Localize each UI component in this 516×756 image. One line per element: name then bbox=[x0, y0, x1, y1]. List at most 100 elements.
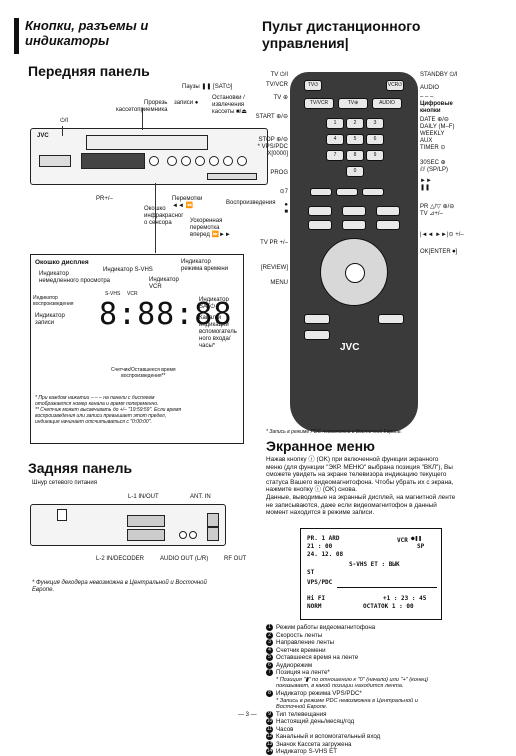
audio-key[interactable]: AUDIO bbox=[372, 98, 402, 109]
remote-label: MENU bbox=[270, 280, 288, 286]
osd-vpspdc: VPS/PDC bbox=[307, 579, 333, 586]
remote-note: * Запись в режиме PDC невозможна в Восто… bbox=[266, 429, 402, 435]
num-key-9[interactable]: 9 bbox=[366, 150, 384, 161]
section-heading: Кнопки, разъемы и индикаторы bbox=[14, 18, 235, 54]
vcr-power-key[interactable]: VCR⏻ bbox=[386, 80, 404, 91]
review-key[interactable] bbox=[304, 314, 330, 324]
osd-sp: SP bbox=[417, 543, 425, 550]
legend-number-badge: 12 bbox=[266, 733, 273, 741]
legend-text: Направление ленты bbox=[276, 639, 335, 647]
osd-st: ST bbox=[307, 569, 315, 576]
stop-key[interactable] bbox=[342, 220, 366, 230]
num-key-5[interactable]: 5 bbox=[346, 134, 364, 145]
rec-key[interactable] bbox=[308, 220, 332, 230]
power-button[interactable] bbox=[39, 155, 71, 167]
remote-label: – – – bbox=[420, 94, 434, 100]
num-key-0[interactable]: 0 bbox=[346, 166, 364, 177]
ffwd-button[interactable] bbox=[195, 156, 205, 166]
display-window-title: Окошко дисплея bbox=[35, 259, 89, 266]
play-key[interactable] bbox=[342, 206, 366, 216]
leader-line bbox=[155, 183, 156, 253]
display-window bbox=[81, 153, 145, 169]
legend-number-badge: 8 bbox=[266, 690, 273, 698]
l2-scart[interactable] bbox=[127, 529, 165, 541]
num-key-3[interactable]: 3 bbox=[366, 118, 384, 129]
remote-label: кнопки bbox=[420, 108, 441, 114]
rew-key[interactable] bbox=[308, 206, 332, 216]
num-key-8[interactable]: 8 bbox=[346, 150, 364, 161]
legend-number-badge: 7 bbox=[266, 669, 273, 677]
legend-text: Аудиорежим bbox=[276, 661, 313, 669]
remote-label: |◄◄ ►►|⊙ +/– bbox=[420, 232, 464, 238]
l1-scart[interactable] bbox=[127, 515, 165, 527]
osd-screen: PR. 1 ARD 21 : 00 24. 12. 08 S-VHS ET : … bbox=[300, 528, 442, 620]
legend-text: Индикатор режима VPS/PDC* bbox=[276, 690, 362, 698]
paragraph-line: Данные, выводимые на экранный дисплей, н… bbox=[266, 493, 456, 501]
remote-label: PR △/▽ ⊕/⊖ bbox=[420, 204, 455, 210]
record-button[interactable] bbox=[209, 156, 219, 166]
legend-text: * Позиция "▮" по отношению к "0" (начало… bbox=[276, 676, 429, 683]
rear-panel-title: Задняя панель bbox=[28, 460, 133, 476]
remote-label: Цифровые bbox=[420, 101, 453, 107]
osd-counter: +1 : 23 : 45 bbox=[383, 595, 427, 602]
display-notes: * При каждом нажатии – – – на панели с д… bbox=[35, 395, 181, 425]
ok-key[interactable] bbox=[345, 263, 365, 283]
legend-text: показывает, в какой позиции находится ле… bbox=[276, 683, 404, 690]
tv-vcr-key[interactable]: TV/VCR bbox=[304, 98, 334, 109]
tv-power-key[interactable]: TV⏻ bbox=[304, 80, 322, 91]
num-key-4[interactable]: 4 bbox=[326, 134, 344, 145]
remote-left-labels: TV ⏻/I TV/VCR TV ⊕ START ⊕/⊖ STOP ⊕/⊖ * … bbox=[244, 72, 288, 287]
osd-remaining: ОСТАТОК 1 : 00 bbox=[363, 603, 414, 610]
menu-key[interactable] bbox=[304, 330, 330, 340]
rf-out-socket[interactable] bbox=[207, 527, 219, 541]
audio-out-l[interactable] bbox=[179, 531, 187, 539]
legend-text: Часов bbox=[276, 725, 294, 733]
audio-out-r[interactable] bbox=[189, 531, 197, 539]
l1-label: L-1 IN/OUT bbox=[128, 494, 159, 500]
svhs-indicator-label: Индикатор S-VHS bbox=[103, 267, 153, 273]
prog-key[interactable] bbox=[310, 188, 332, 196]
ffwd-key[interactable] bbox=[376, 206, 400, 216]
pause-key[interactable] bbox=[376, 220, 400, 230]
remote-label: AUX bbox=[420, 138, 433, 144]
osd-paragraph: Нажав кнопку ⓘ (OK) при включенной функц… bbox=[266, 456, 510, 517]
cassette-slot[interactable] bbox=[86, 135, 208, 150]
remote-label: [REVIEW] bbox=[260, 265, 288, 271]
legend-item: показывает, в какой позиции находится ле… bbox=[266, 683, 510, 690]
legend-text: * Запись в режиме PDC невозможна в Центр… bbox=[276, 697, 418, 704]
num-key-6[interactable]: 6 bbox=[366, 134, 384, 145]
30sec-key[interactable] bbox=[362, 188, 384, 196]
sp-lp-key[interactable] bbox=[336, 188, 358, 196]
pr-label: PR+/– bbox=[96, 196, 113, 202]
stop-button[interactable] bbox=[237, 156, 247, 166]
enter-key[interactable] bbox=[378, 314, 404, 324]
legend-number-badge: 13 bbox=[266, 740, 273, 748]
rewind-button[interactable] bbox=[167, 156, 177, 166]
play-button[interactable] bbox=[181, 156, 191, 166]
remote-label: TV ⊕ bbox=[273, 95, 288, 101]
remote-label: ⊙7 bbox=[279, 189, 288, 195]
ant-in-socket[interactable] bbox=[207, 513, 219, 527]
legend-text: Восточной Европе. bbox=[276, 704, 328, 711]
num-key-1[interactable]: 1 bbox=[326, 118, 344, 129]
paragraph-line: нажмите кнопку ⓘ (OK) снова. bbox=[266, 486, 358, 494]
legend-number-badge: 4 bbox=[266, 646, 273, 654]
osd-date: 24. 12. 08 bbox=[307, 551, 344, 558]
remote-heading: Пульт дистанционного управления| bbox=[262, 18, 420, 52]
paragraph-line: сможете увидеть на экране телевизора инд… bbox=[266, 471, 447, 479]
dpad[interactable] bbox=[320, 238, 388, 306]
remote-control: TV⏻ VCR⏻ TV/VCR TV⊕ AUDIO 1 2 3 4 5 6 7 … bbox=[290, 72, 418, 432]
num-key-7[interactable]: 7 bbox=[326, 150, 344, 161]
tape-position-bar bbox=[337, 587, 437, 588]
pause-button[interactable] bbox=[223, 156, 233, 166]
tv-input-key[interactable]: TV⊕ bbox=[338, 98, 368, 109]
note-line: отображается номер канала и время попере… bbox=[35, 401, 159, 407]
osd-vcr: VCR bbox=[397, 537, 408, 544]
num-key-2[interactable]: 2 bbox=[346, 118, 364, 129]
